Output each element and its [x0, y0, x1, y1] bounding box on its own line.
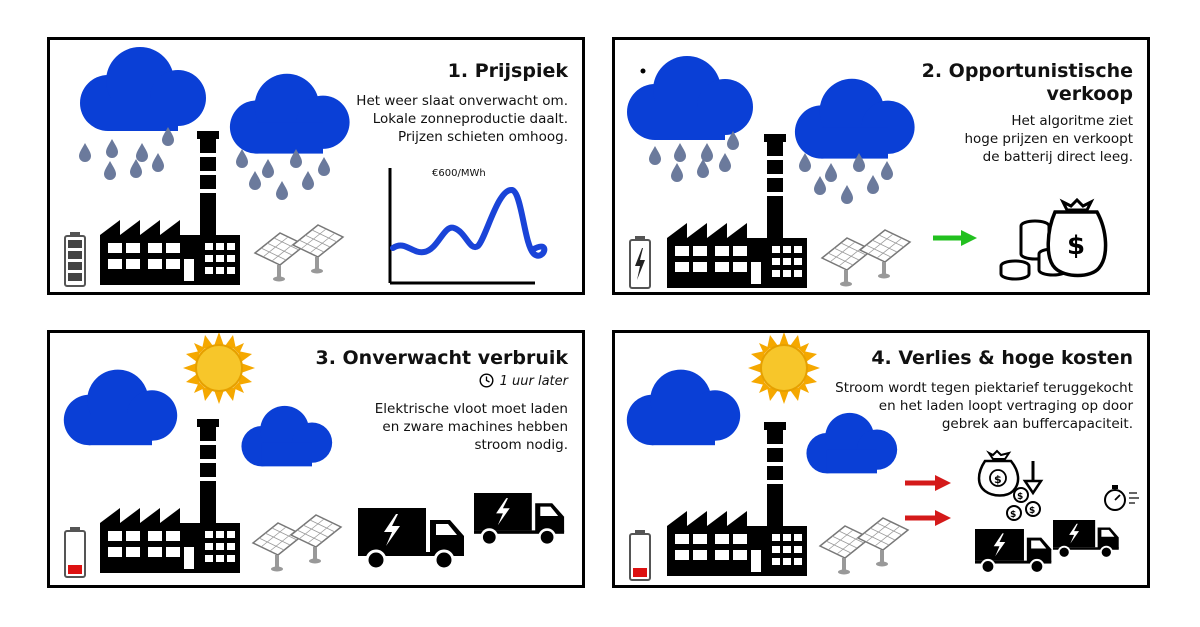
cloud-icon	[241, 406, 332, 466]
panel-unexpected-consumption: 3. Onverwacht verbruik 1 uur later Elekt…	[47, 330, 585, 588]
time-note-text: 1 uur later	[500, 374, 568, 389]
svg-text:$: $	[1010, 510, 1016, 520]
solar-panel-icon	[822, 230, 910, 287]
panel-title-line-2: verkoop	[922, 83, 1133, 106]
solar-panel-icon	[253, 515, 341, 572]
panel-body-text: Het weer slaat onverwacht om. Lokale zon…	[356, 92, 568, 147]
battery-icon	[630, 530, 650, 580]
svg-text:$: $	[1067, 231, 1085, 261]
battery-icon	[630, 236, 650, 288]
money-bag-icon: $	[979, 451, 1018, 496]
factory-icon	[667, 134, 807, 288]
panel-opportunistic-sale: $ 2. Opportunistische verkoop Het algori…	[612, 37, 1150, 295]
cloud-icon	[80, 47, 206, 131]
stopwatch-icon	[1105, 485, 1139, 510]
arrow-icon	[905, 510, 951, 526]
cloud-icon	[230, 74, 350, 154]
panel-body-text: Elektrische vloot moet laden en zware ma…	[375, 400, 568, 455]
panel-body-text: Stroom wordt tegen piektarief teruggekoc…	[835, 379, 1133, 434]
clock-icon	[479, 373, 494, 388]
truck-icon	[474, 493, 564, 545]
panel-title: 2. Opportunistische verkoop	[922, 60, 1133, 106]
panel-3-illustration	[50, 333, 585, 588]
truck-icon	[358, 508, 464, 569]
price-chart	[390, 168, 544, 283]
cloud-icon	[795, 79, 915, 159]
panel-title: 1. Prijspiek	[448, 60, 568, 83]
arrow-down-icon	[1025, 461, 1041, 493]
money-bag-icon: $	[1048, 200, 1105, 276]
panel-title: 4. Verlies & hoge kosten	[871, 347, 1133, 370]
panel-price-spike: 1. Prijspiek Het weer slaat onverwacht o…	[47, 37, 585, 295]
svg-text:$: $	[1029, 506, 1035, 516]
svg-text:$: $	[1017, 492, 1023, 502]
solar-panel-icon	[255, 225, 343, 282]
battery-icon	[65, 232, 85, 286]
panel-title-line-1: 2. Opportunistische	[922, 60, 1133, 83]
panel-title: 3. Onverwacht verbruik	[315, 347, 568, 370]
panel-body-text: Het algoritme ziet hoge prijzen en verko…	[964, 112, 1133, 167]
cloud-icon	[627, 370, 740, 446]
sun-icon	[748, 333, 820, 404]
arrow-icon	[933, 230, 977, 246]
chart-price-label: €600/MWh	[432, 168, 486, 179]
price-curve	[393, 190, 544, 256]
panel-4-illustration: $ $ $ $	[615, 333, 1150, 588]
truck-icon	[975, 529, 1051, 573]
panel-loss-and-costs: $ $ $ $ 4. Verlies & hoge kosten Stroom …	[612, 330, 1150, 588]
battery-icon	[65, 527, 85, 577]
truck-icon	[1053, 520, 1119, 558]
cloud-icon	[627, 56, 753, 140]
solar-panel-icon	[820, 518, 908, 575]
arrow-icon	[905, 475, 951, 491]
factory-icon	[100, 131, 240, 285]
time-note: 1 uur later	[479, 373, 568, 389]
cloud-icon	[64, 370, 177, 446]
svg-text:$: $	[994, 473, 1002, 486]
sun-icon	[183, 333, 255, 404]
